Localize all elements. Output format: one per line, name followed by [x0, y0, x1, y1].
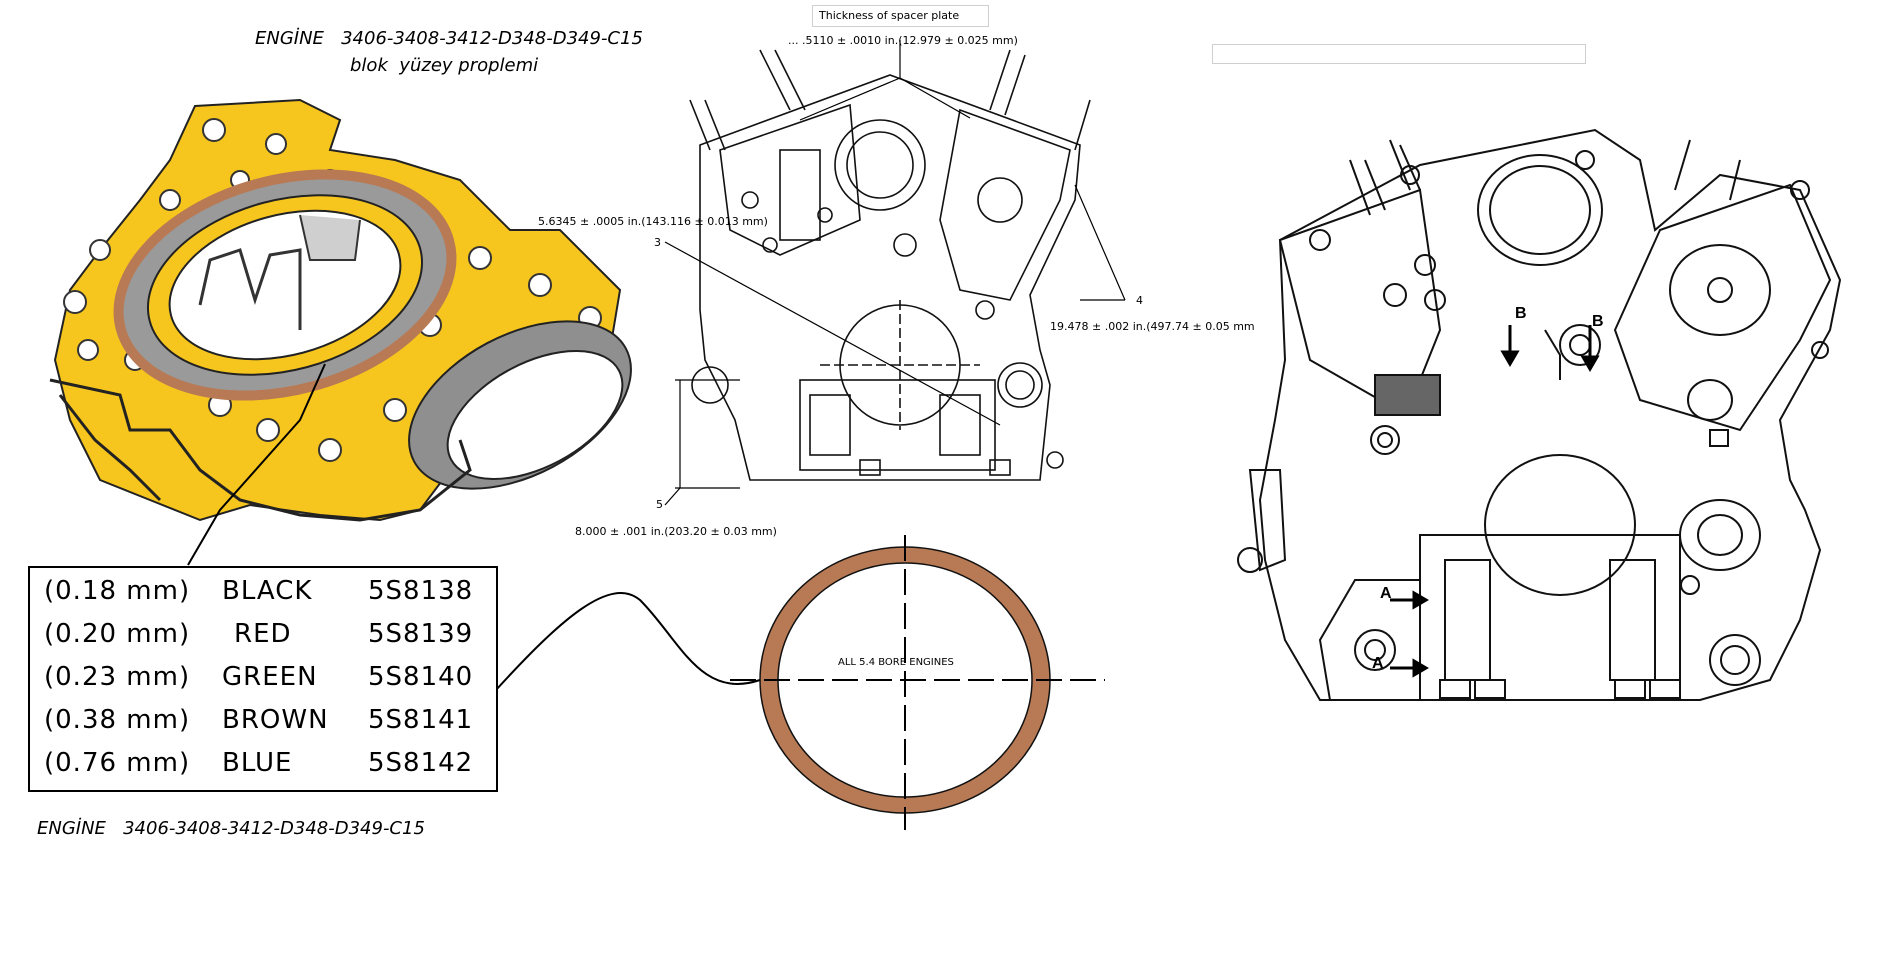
thickness-cell: (0.18 mm)	[44, 576, 191, 606]
spacer-title-box: Thickness of spacer plate	[812, 5, 989, 27]
section-arrows	[1390, 325, 1600, 678]
color-cell: GREEN	[222, 662, 318, 692]
leader-line	[187, 363, 326, 566]
spacer-ring	[730, 535, 1105, 830]
table-row: (0.38 mm) BROWN 5S8141	[30, 705, 496, 745]
callout-3-text: 5.6345 ± .0005 in.(143.116 ± 0.013 mm)	[538, 215, 768, 228]
block-surface-subtitle: blok yüzey proplemi	[350, 55, 539, 76]
thickness-cell: (0.76 mm)	[44, 748, 191, 778]
table-row: (0.23 mm) GREEN 5S8140	[30, 662, 496, 702]
callout-5-text: 8.000 ± .001 in.(203.20 ± 0.03 mm)	[575, 525, 777, 538]
marker-a-upper: A	[1380, 585, 1392, 602]
callout-5-number: 5	[656, 498, 663, 511]
spacer-title: Thickness of spacer plate	[819, 9, 960, 22]
bore-ring	[113, 169, 457, 401]
part-number-cell: 5S8139	[368, 619, 474, 649]
part-number-cell: 5S8138	[368, 576, 474, 606]
part-number-cell: 5S8142	[368, 748, 474, 778]
engine-title-bottom: ENGİNE 3406-3408-3412-D348-D349-C15	[37, 818, 425, 839]
spacer-plate-illustration	[49, 98, 632, 566]
color-cell: BROWN	[222, 705, 329, 735]
callout-4-number: 4	[1136, 294, 1143, 307]
marker-a-lower: A	[1372, 655, 1384, 672]
callout-4-text: 19.478 ± .002 in.(497.74 ± 0.05 mm	[1050, 320, 1255, 333]
dimension-lines	[664, 40, 1126, 506]
thickness-cell: (0.23 mm)	[44, 662, 191, 692]
table-row: (0.20 mm) RED 5S8139	[30, 619, 496, 659]
ring-label: ALL 5.4 BORE ENGINES	[838, 657, 954, 668]
block-front-view-large	[1237, 128, 1842, 701]
table-row: (0.76 mm) BLUE 5S8142	[30, 748, 496, 788]
thickness-cell: (0.20 mm)	[44, 619, 191, 649]
empty-caption-box	[1212, 44, 1586, 64]
table-row: (0.18 mm) BLACK 5S8138	[30, 576, 496, 616]
engine-title-top: ENGİNE 3406-3408-3412-D348-D349-C15	[255, 28, 643, 49]
color-cell: RED	[234, 619, 292, 649]
color-cell: BLUE	[222, 748, 293, 778]
callout-3-number: 3	[654, 236, 661, 249]
marker-b-left: B	[1515, 305, 1527, 322]
marker-b-right: B	[1592, 313, 1604, 330]
thickness-cell: (0.38 mm)	[44, 705, 191, 735]
spacer-thickness-value: ... .5110 ± .0010 in.(12.979 ± 0.025 mm)	[788, 34, 1018, 47]
block-front-view-small	[689, 49, 1091, 481]
part-number-cell: 5S8141	[368, 705, 474, 735]
connector-curve	[495, 592, 761, 691]
shim-color-table: (0.18 mm) BLACK 5S8138 (0.20 mm) RED 5S8…	[28, 566, 498, 792]
part-number-cell: 5S8140	[368, 662, 474, 692]
color-cell: BLACK	[222, 576, 313, 606]
